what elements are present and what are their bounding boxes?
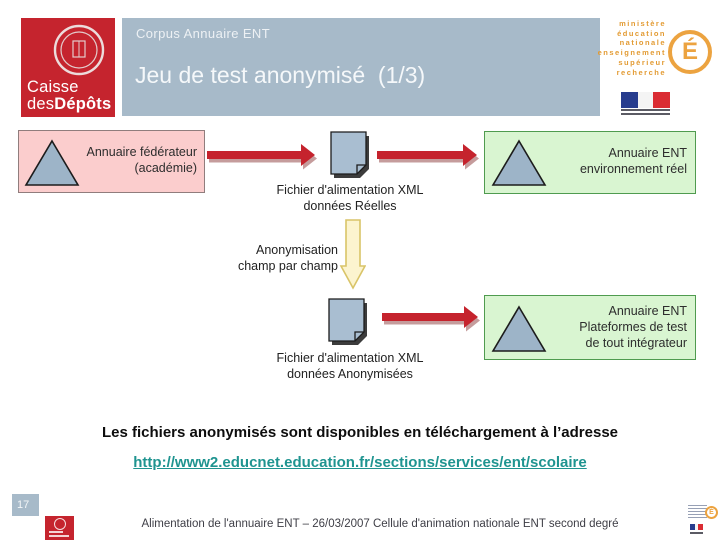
download-link[interactable]: http://www2.educnet.education.fr/section… bbox=[133, 454, 587, 471]
footer-credit: Alimentation de l'annuaire ENT – 26/03/2… bbox=[141, 518, 619, 530]
ministry-word: ministère bbox=[619, 19, 666, 28]
plateformes-test-label: Annuaire ENT Plateformes de test de tout… bbox=[579, 304, 687, 350]
arrow-right-icon bbox=[207, 144, 317, 170]
source-annuaire-label: Annuaire fédérateur (académie) bbox=[86, 145, 198, 175]
ministry-word: éducation bbox=[617, 28, 666, 38]
flag-caption-line bbox=[621, 109, 670, 111]
document-icon bbox=[328, 298, 367, 345]
caisse-des-depots-logo: Caisse desDépôts bbox=[21, 18, 115, 117]
education-nationale-logo-icon: É bbox=[668, 30, 712, 74]
triangle-icon bbox=[24, 139, 80, 186]
ministry-footer-logo: É bbox=[688, 502, 718, 538]
download-link-line: http://www2.educnet.education.fr/section… bbox=[10, 454, 710, 472]
env-reel-box: Annuaire ENT environnement réel bbox=[484, 131, 696, 194]
ministry-wordblock: ministère éducation nationale enseigneme… bbox=[566, 19, 666, 77]
arrow-down-icon bbox=[339, 219, 366, 290]
source-annuaire-box: Annuaire fédérateur (académie) bbox=[18, 130, 205, 193]
triangle-icon bbox=[491, 305, 547, 352]
header-band: Corpus Annuaire ENT Jeu de test anonymis… bbox=[122, 18, 600, 116]
ministry-word: nationale bbox=[619, 38, 666, 48]
slide-title: Jeu de test anonymisé (1/3) bbox=[135, 62, 426, 88]
arrow-right-icon bbox=[382, 306, 480, 332]
brand-line1: Caisse bbox=[27, 78, 79, 96]
arrow-right-icon bbox=[377, 144, 479, 170]
caisse-des-depots-wordmark: Caisse desDépôts bbox=[27, 79, 111, 113]
download-statement: Les fichiers anonymisés sont disponibles… bbox=[101, 424, 619, 441]
french-flag-icon bbox=[621, 92, 670, 108]
flag-caption-line bbox=[621, 113, 670, 115]
document-icon bbox=[330, 131, 369, 178]
brand-line2: desDépôts bbox=[27, 95, 112, 113]
anonymisation-label: Anonymisation champ par champ bbox=[237, 243, 338, 273]
file-anon-label: Fichier d'alimentation XML données Anony… bbox=[276, 351, 424, 381]
french-flag-mini-icon bbox=[690, 524, 703, 530]
ministry-word: recherche bbox=[616, 67, 666, 77]
file-real-label: Fichier d'alimentation XML données Réell… bbox=[276, 183, 424, 213]
triangle-icon bbox=[491, 139, 547, 186]
caisse-seal-icon bbox=[53, 24, 105, 76]
caisse-seal-mini-icon bbox=[54, 518, 66, 530]
caisse-des-depots-footer-logo bbox=[45, 516, 74, 540]
ministry-word: supérieur bbox=[618, 57, 666, 67]
page-number-badge: 17 bbox=[12, 494, 39, 516]
ministry-mini-wordblock bbox=[688, 505, 707, 519]
plateformes-test-box: Annuaire ENT Plateformes de test de tout… bbox=[484, 295, 696, 360]
env-reel-label: Annuaire ENT environnement réel bbox=[579, 146, 687, 176]
slide-kicker: Corpus Annuaire ENT bbox=[136, 26, 271, 41]
ministry-word: enseignement bbox=[597, 48, 666, 58]
education-nationale-mini-icon: É bbox=[705, 506, 718, 519]
